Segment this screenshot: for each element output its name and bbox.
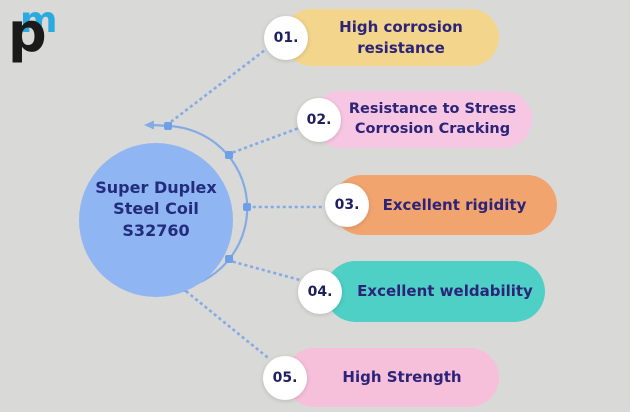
feature-pill-5: 05. High Strength: [263, 348, 499, 407]
feature-number-badge-5: 05.: [263, 355, 307, 400]
feature-number-badge-3: 03.: [325, 183, 369, 227]
feature-label-1: High corrosion resistance: [339, 18, 463, 57]
feature-label-2: Resistance to Stress Corrosion Cracking: [348, 100, 517, 137]
main-topic-title-line1: Super Duplex: [95, 177, 217, 197]
main-topic-title: Super Duplex Steel Coil S32760: [79, 177, 233, 264]
feature-number-3: 03.: [334, 197, 360, 213]
feature-number-4: 04.: [307, 283, 333, 300]
feature-pill-2: 02. Resistance to Stress Corrosion Crack…: [297, 91, 532, 148]
feature-label-5: High Strength: [342, 368, 462, 387]
logo-letter-p-icon: p: [8, 1, 47, 64]
feature-number-badge-4: 04.: [298, 269, 342, 314]
dotted-connector-lines: [170, 48, 328, 359]
feature-pill-4: 04. Excellent weldability: [298, 261, 545, 322]
feature-label-4: Excellent weldability: [357, 282, 533, 301]
feature-number-badge-1: 01.: [264, 15, 308, 60]
feature-number-badge-2: 02.: [297, 97, 341, 142]
feature-pill-3: 03. Excellent rigidity: [325, 175, 557, 235]
feature-number-2: 02.: [306, 111, 332, 128]
brand-logo: m p: [6, 2, 70, 72]
main-topic-circle: Super Duplex Steel Coil S32760: [79, 143, 233, 297]
main-topic-title-line2: Steel Coil S32760: [113, 199, 199, 240]
feature-label-3: Excellent rigidity: [382, 195, 527, 214]
feature-pill-1: 01. High corrosion resistance: [264, 9, 499, 66]
feature-number-5: 05.: [272, 369, 298, 386]
arc-node-markers: [164, 122, 251, 292]
feature-number-1: 01.: [273, 29, 299, 46]
logo-letter-m-icon: m: [20, 0, 57, 41]
